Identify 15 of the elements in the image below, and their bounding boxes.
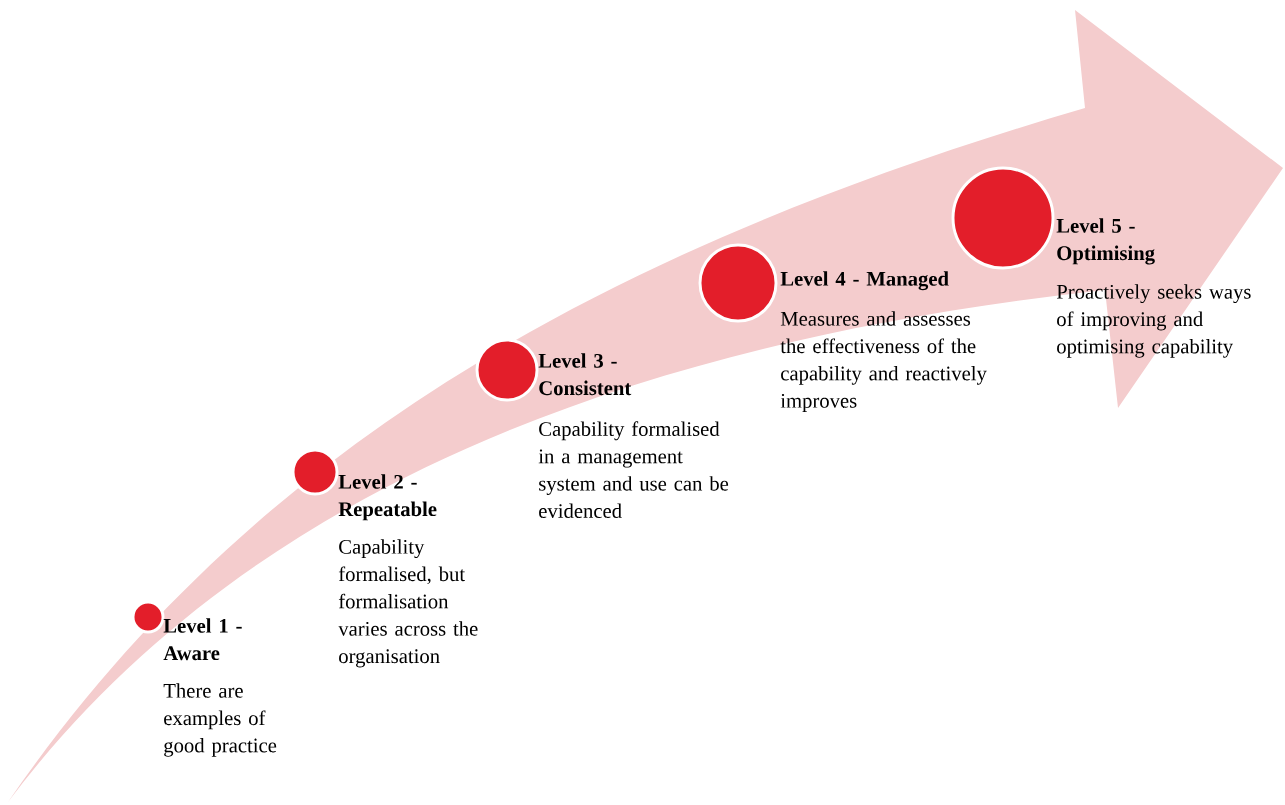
level-circle: [698, 243, 778, 323]
level-circle: [951, 166, 1055, 270]
level-title: Level 4 - Managed: [780, 271, 949, 291]
level-description: Measures and assesses the effectiveness of the capability and reactively improves: [780, 311, 987, 412]
level-description: Proactively seeks ways of improving and optimising capability: [1056, 284, 1251, 358]
level-circle: [131, 600, 165, 634]
level-description: Capability formalised in a management system and use can be evidenced: [538, 421, 729, 518]
level-title: Level 1 - Aware: [163, 618, 242, 661]
level-title: Level 3 - Consistent: [538, 353, 632, 396]
level-title: Level 2 - Repeatable: [338, 474, 437, 521]
level-circle: [291, 448, 339, 496]
level-description: There are examples of good practice: [163, 683, 277, 757]
level-description: Capability formalised, but formalisation varies across the organisation: [338, 539, 478, 668]
level-title: Level 5 - Optimising: [1056, 218, 1155, 265]
level-circle: [475, 338, 539, 402]
